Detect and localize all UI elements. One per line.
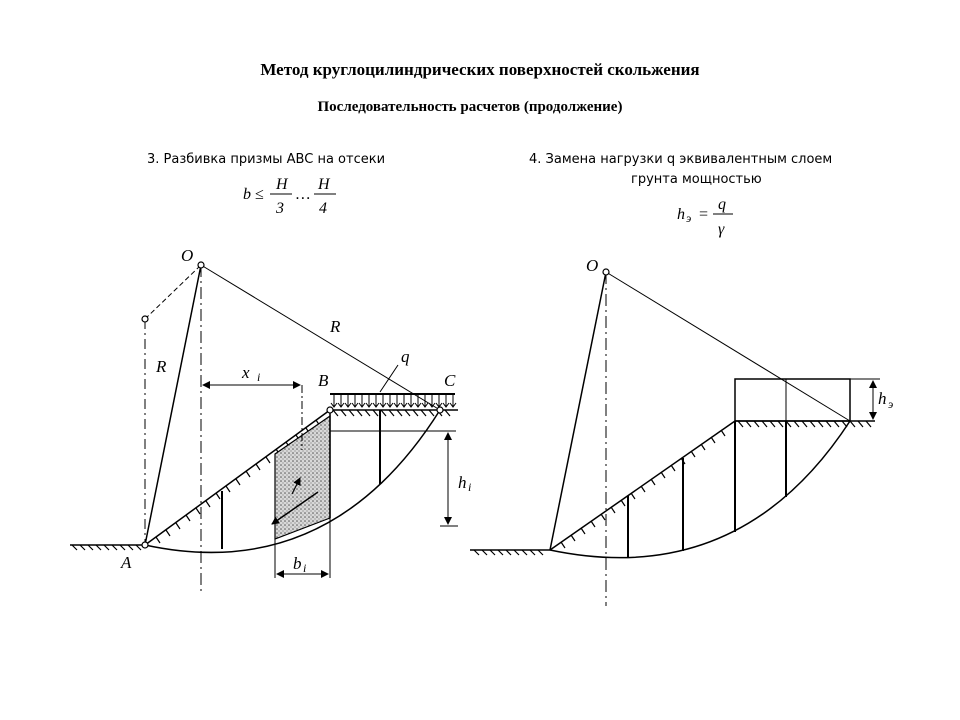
point-b-marker [326,406,334,414]
radius-left-line [144,264,202,546]
slope-line-right [549,420,736,551]
right-panel: 4. Замена нагрузки q эквивалентным слоем… [470,152,893,606]
label-xi: x [241,363,250,382]
alt-center-link [144,264,202,320]
radius-right-right [605,271,851,422]
label-bi-sub: i [303,561,306,575]
formula-denominator-1: 3 [275,200,284,217]
label-o-left: O [181,246,193,265]
force-arrow-normal [291,477,301,495]
formula-numerator-2: H [317,176,331,193]
label-b: B [318,371,329,390]
label-xi-sub: i [257,370,260,384]
equivalent-soil-layer [734,378,851,422]
center-point-o-right [602,268,610,276]
right-formula: h э = q γ [677,196,733,238]
label-o-right: O [586,256,598,275]
formula-q: q [718,196,726,213]
point-c-marker [436,406,444,414]
formula-denominator-2: 4 [319,200,327,217]
page-title: Метод круглоцилиндрических поверхностей … [260,60,700,79]
alt-center-point [141,315,149,323]
point-a-marker [141,541,149,549]
ground-hatch-top-right [737,420,872,428]
page-subtitle: Последовательность расчетов (продолжение… [317,99,623,115]
label-r-left: R [155,357,167,376]
label-r-right: R [329,317,341,336]
slip-arc-left [144,409,441,554]
label-q: q [401,347,410,366]
label-bi: b [293,554,302,573]
center-point-o [197,261,205,269]
ground-hatch-left [71,544,142,551]
right-caption-line2: грунта мощностью [631,172,762,187]
formula-eq: = [698,206,709,223]
formula-numerator-1: H [275,176,289,193]
force-arrow-shear [271,491,319,525]
formula-gamma: γ [718,221,725,238]
slope-line-ab [144,409,331,546]
formula-lhs: b ≤ [243,186,264,203]
left-formula: b ≤ H 3 … H 4 [243,176,336,217]
right-caption-line1: 4. Замена нагрузки q эквивалентным слоем [529,152,832,167]
label-a: A [120,553,132,572]
label-c: C [444,371,456,390]
radius-right-left [549,271,607,551]
ground-hatch-right [473,549,544,556]
left-panel: 3. Разбивка призмы ABC на отсеки b ≤ H 3… [70,152,471,593]
formula-h: h [677,206,685,223]
formula-h-sub: э [686,211,691,225]
distributed-load-q [330,364,457,408]
label-hi-sub: i [468,480,471,494]
label-he-sub: э [888,397,893,411]
left-caption: 3. Разбивка призмы ABC на отсеки [147,152,385,167]
label-hi: h [458,473,467,492]
label-he: h [878,389,887,408]
radius-right-line [200,264,441,411]
formula-ellipsis: … [296,186,310,203]
slope-hatch-right [560,429,726,549]
slip-arc-right [549,420,851,559]
ground-hatch-top [332,409,451,417]
